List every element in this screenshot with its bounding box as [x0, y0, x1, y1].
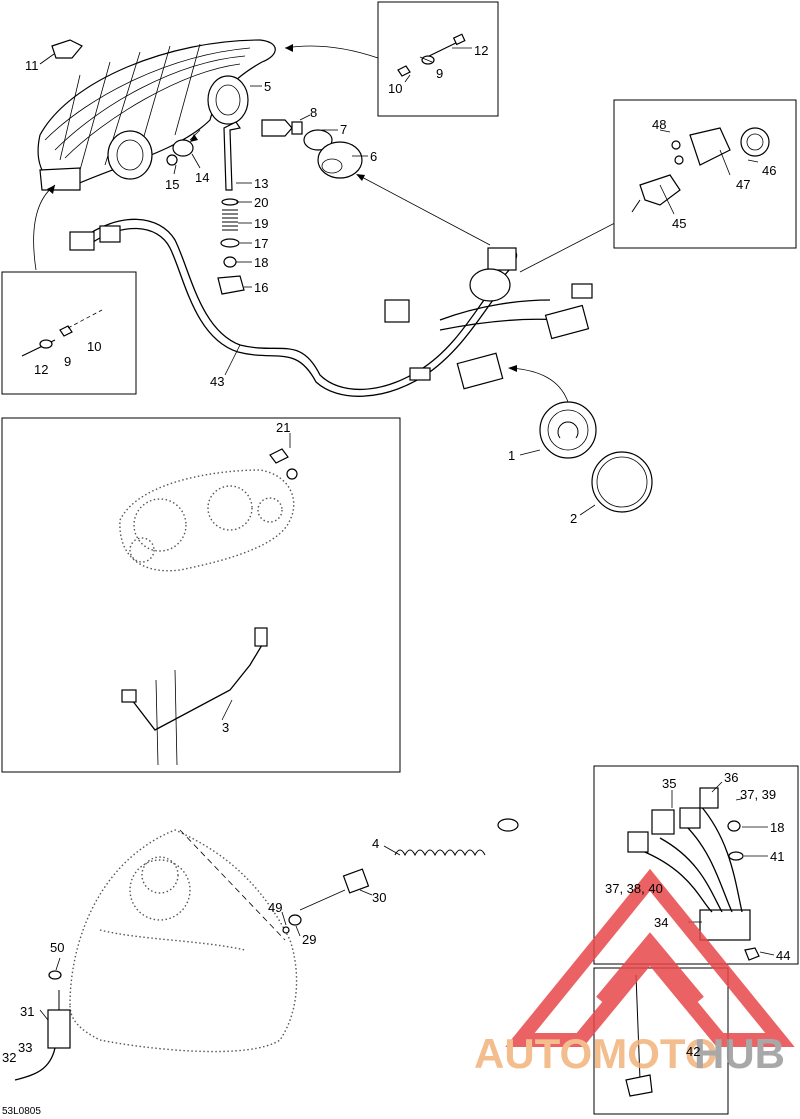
callout-29: 29 — [302, 932, 316, 947]
callout-21: 21 — [276, 420, 290, 435]
spiral-cable-part — [299, 818, 519, 911]
bulb-part — [261, 119, 303, 137]
callout-labels: 12 9 10 11 5 8 7 6 14 15 13 20 19 17 18 … — [2, 43, 790, 1065]
callout-11: 11 — [25, 58, 39, 73]
wiring-harness — [69, 218, 593, 397]
callout-33: 33 — [18, 1040, 32, 1055]
headlight-housing — [37, 39, 276, 191]
cap-part — [317, 141, 363, 179]
callout-16: 16 — [254, 280, 268, 295]
switch-part — [288, 914, 302, 926]
leader-arrow-3 — [357, 174, 491, 246]
leader-arrow-2 — [33, 184, 56, 271]
watermark-word-b: HUB — [694, 1030, 785, 1077]
inset-box-regulator — [593, 765, 799, 965]
callout-18-top: 18 — [254, 255, 268, 270]
callout-15: 15 — [165, 177, 179, 192]
callout-34: 34 — [654, 915, 668, 930]
watermark: AUTOMOTO HUB — [474, 868, 795, 1077]
inset-box-socket — [613, 99, 797, 249]
watermark-triangle-logo — [505, 868, 795, 1047]
callout-47: 47 — [736, 177, 750, 192]
callout-19: 19 — [254, 216, 268, 231]
callout-32: 32 — [2, 1050, 16, 1065]
callout-17: 17 — [254, 236, 268, 251]
hood-outline — [69, 829, 298, 1053]
callout-30: 30 — [372, 890, 386, 905]
inset-box-fasteners-top — [377, 1, 499, 117]
callout-9-top: 9 — [436, 66, 443, 81]
callout-10-left: 10 — [87, 339, 101, 354]
inset-box-panel — [1, 417, 401, 773]
callout-4: 4 — [372, 836, 379, 851]
callout-43: 43 — [210, 374, 224, 389]
leader-arrow — [284, 45, 379, 59]
callout-42: 42 — [686, 1044, 700, 1059]
callout-49: 49 — [268, 900, 282, 915]
callout-12-top: 12 — [474, 43, 488, 58]
watermark-word-a: AUTOMOTO — [474, 1030, 717, 1077]
callout-9-left: 9 — [64, 354, 71, 369]
inset-box-fasteners-left — [1, 271, 137, 395]
callout-50: 50 — [50, 940, 64, 955]
callout-18-right: 18 — [770, 820, 784, 835]
sensor-part — [14, 970, 71, 1081]
gauge-part — [539, 401, 597, 459]
callout-48: 48 — [652, 117, 666, 132]
callout-8: 8 — [310, 105, 317, 120]
callout-37-38-40: 37, 38, 40 — [605, 881, 663, 896]
callout-3: 3 — [222, 720, 229, 735]
seal-ring-part — [303, 129, 333, 151]
callout-44: 44 — [776, 948, 790, 963]
callout-37-39: 37, 39 — [740, 787, 776, 802]
callout-5: 5 — [264, 79, 271, 94]
adjuster-stack — [217, 121, 245, 295]
callout-14: 14 — [195, 170, 209, 185]
callout-41: 41 — [770, 849, 784, 864]
callout-6: 6 — [370, 149, 377, 164]
callout-10-top: 10 — [388, 81, 402, 96]
callout-20: 20 — [254, 195, 268, 210]
nut-part — [166, 154, 178, 166]
retainer-ring-part — [591, 451, 653, 513]
grommet-part — [172, 139, 194, 157]
callout-35: 35 — [662, 776, 676, 791]
drawing-code: 53L0805 — [2, 1106, 41, 1117]
callout-31: 31 — [20, 1004, 34, 1019]
callout-2: 2 — [570, 511, 577, 526]
callout-36: 36 — [724, 770, 738, 785]
callout-12-left: 12 — [34, 362, 48, 377]
callout-46: 46 — [762, 163, 776, 178]
callout-45: 45 — [672, 216, 686, 231]
callout-13: 13 — [254, 176, 268, 191]
callout-7: 7 — [340, 122, 347, 137]
clip-part — [39, 39, 83, 65]
callout-1: 1 — [508, 448, 515, 463]
